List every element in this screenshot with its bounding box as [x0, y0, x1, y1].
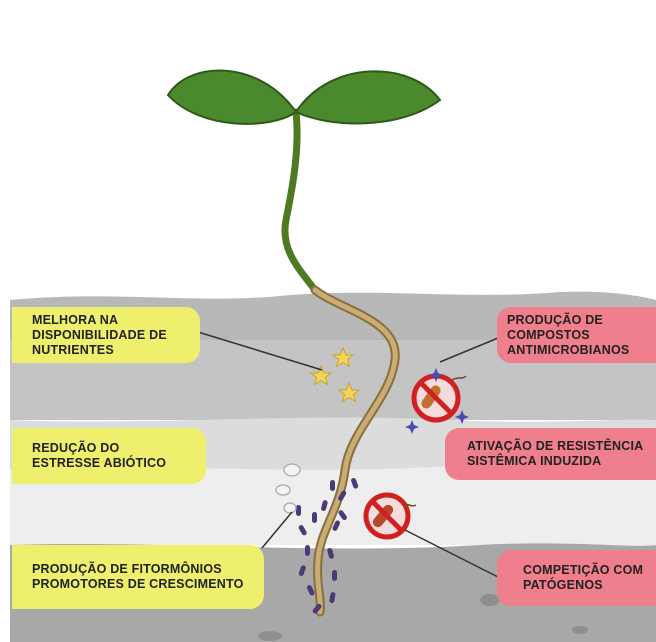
label-antimicrobial-compounds: Produção de Compostos Antimicrobianos [497, 307, 656, 363]
bubble-icon [276, 485, 290, 495]
right-leaf [296, 71, 440, 123]
seedling-stem [285, 112, 315, 290]
left-leaf [168, 71, 296, 124]
pebble [572, 626, 588, 634]
label-antimicrobial-compounds-text: Produção de Compostos Antimicrobianos [507, 313, 629, 358]
label-pathogen-competition: Competição com Patógenos [497, 550, 656, 606]
label-abiotic-stress: Redução do Estresse Abiótico [12, 428, 206, 484]
bubble-icon [284, 464, 300, 476]
label-nutrient-availability: Melhora na Disponibilidade de Nutrientes [12, 307, 200, 363]
label-abiotic-stress-text: Redução do Estresse Abiótico [32, 441, 166, 471]
label-pathogen-competition-text: Competição com Patógenos [523, 563, 643, 593]
label-induced-systemic-resistance-text: Ativação de Resistência Sistêmica Induzi… [467, 439, 643, 469]
bubble-icon [284, 503, 296, 513]
label-nutrient-availability-text: Melhora na Disponibilidade de Nutrientes [32, 313, 167, 358]
label-phytohormones-text: Produção de Fitormônios Promotores de Cr… [32, 562, 244, 592]
label-phytohormones: Produção de Fitormônios Promotores de Cr… [12, 545, 264, 609]
pebble [258, 631, 282, 641]
label-induced-systemic-resistance: Ativação de Resistência Sistêmica Induzi… [445, 428, 656, 480]
